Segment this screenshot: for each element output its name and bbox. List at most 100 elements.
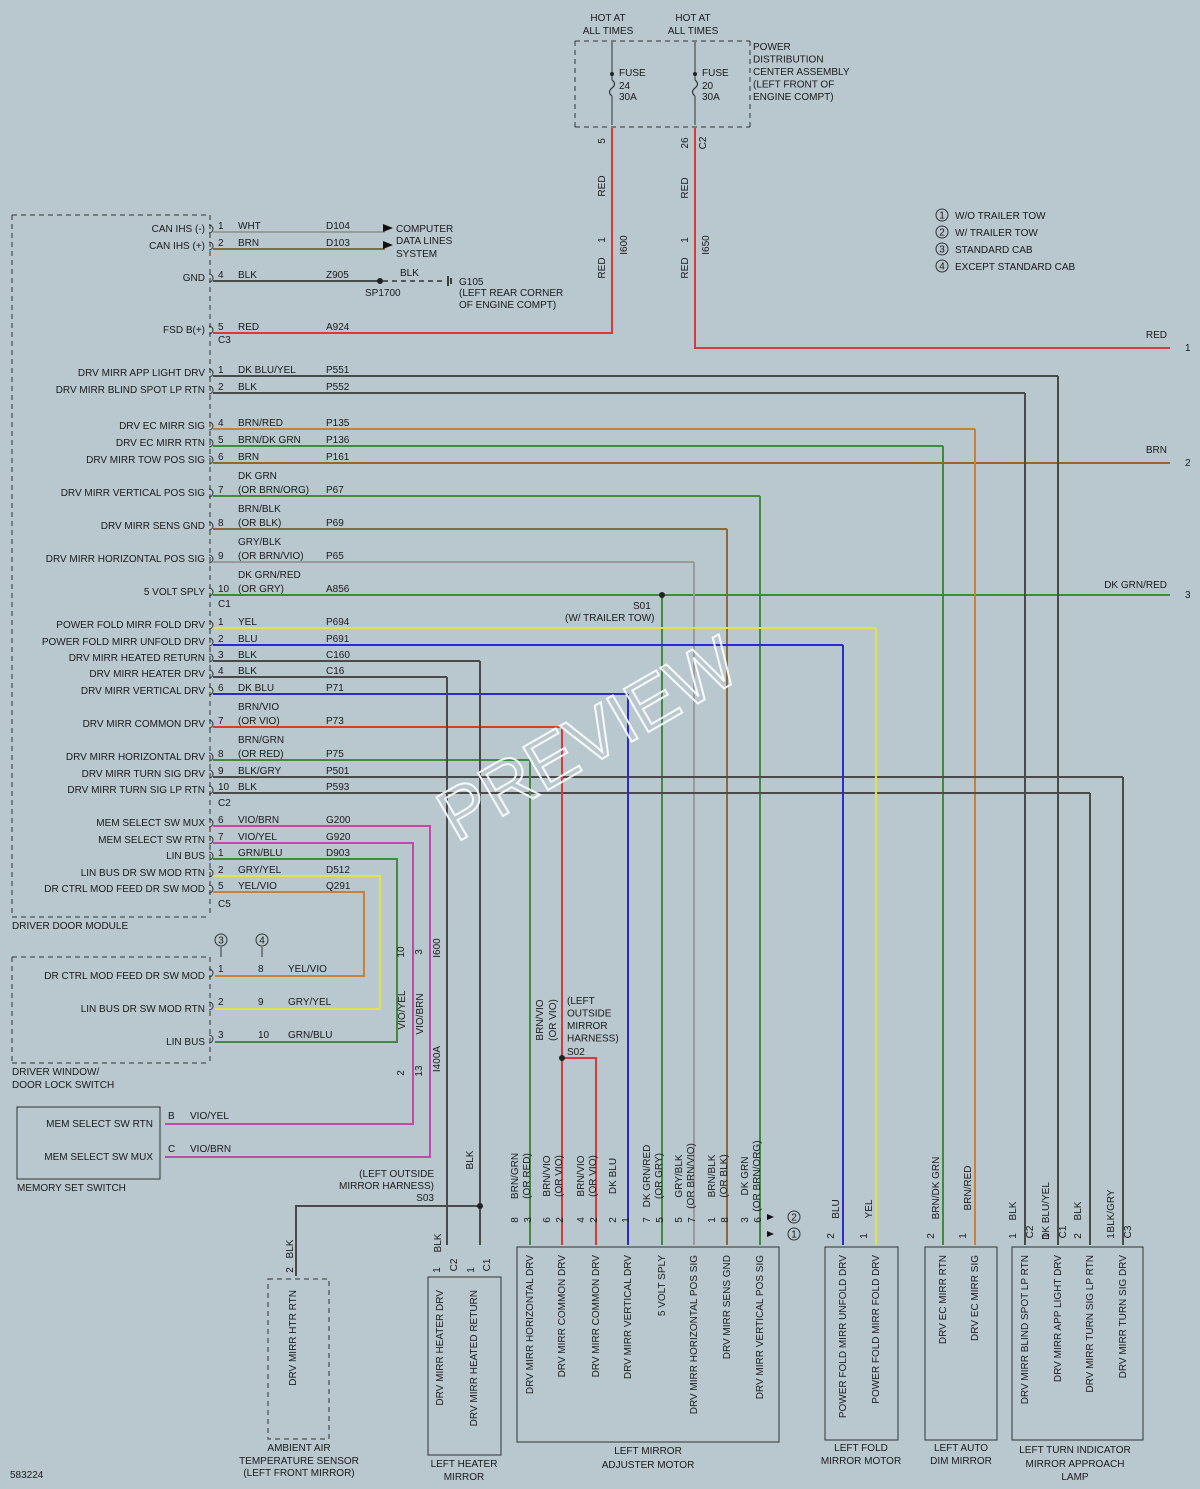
pin-number: 1 <box>859 1233 870 1239</box>
fuse-terminal <box>610 72 614 76</box>
wire-color: VIO/BRN <box>190 1144 231 1155</box>
circuit-id: C160 <box>326 650 350 661</box>
pin-bracket <box>208 752 214 762</box>
function-label: LIN BUS <box>166 851 205 862</box>
function-label: DRV EC MIRR SIG <box>119 421 205 432</box>
wire-color: GRY/YEL <box>238 865 282 876</box>
circuit-id: D103 <box>326 238 350 249</box>
pin: 10 <box>396 946 407 958</box>
pin-number: 1 <box>218 964 224 975</box>
pin-number: 7 <box>687 1217 698 1223</box>
pin-number: 2 <box>218 634 224 645</box>
memory-switch-title: MEMORY SET SWITCH <box>17 1183 126 1194</box>
function-label: DRV MIRR HEATER DRV <box>89 669 205 680</box>
pin-number: 7 <box>218 485 224 496</box>
harness-note: OUTSIDE <box>567 1009 612 1020</box>
function-label: DRV MIRR TURN SIG DRV <box>1118 1255 1129 1379</box>
wire-color: BRN/RED <box>963 1165 974 1210</box>
wire-color: VIO/BRN <box>238 815 279 826</box>
wire-mem-mux <box>165 825 431 1158</box>
pin-bracket <box>208 719 214 729</box>
fuse-icon <box>608 79 616 97</box>
wire-color: BLK/GRY <box>238 766 281 777</box>
right-wire-label: DK GRN/RED <box>1104 580 1167 591</box>
wire-color: YEL/VIO <box>288 964 327 975</box>
fold-motor-box <box>824 1246 899 1441</box>
wire-color: BLK <box>238 270 257 281</box>
function-label: DRV MIRR HORIZONTAL DRV <box>525 1255 536 1394</box>
component-title: MIRROR APPROACH <box>1026 1459 1125 1470</box>
pin: 1 <box>597 237 608 243</box>
component-title: LEFT HEATER <box>431 1459 498 1470</box>
component-title: LAMP <box>1061 1472 1089 1483</box>
pin-number: 2 <box>608 1217 619 1223</box>
wire-color: RED <box>597 175 608 196</box>
circuit-id: P694 <box>326 617 350 628</box>
pin-bracket <box>208 818 214 828</box>
wire-color: GRY/BLK <box>674 1154 685 1197</box>
pin-number: 1 <box>707 1217 718 1223</box>
arrow-icon <box>767 1231 774 1237</box>
wire-color: BRN <box>238 452 259 463</box>
wire-color: DK GRN/RED <box>238 570 301 581</box>
pin: 5 <box>597 138 608 144</box>
pin-number: 1 <box>1008 1233 1019 1239</box>
circuit-id: Z905 <box>326 270 349 281</box>
arrow-icon <box>383 224 393 232</box>
function-label: DRV MIRR HTR RTN <box>288 1290 299 1386</box>
component-title: LEFT FOLD <box>834 1443 888 1454</box>
harness-note: HARNESS) <box>567 1034 619 1045</box>
option-callout-text: 2 <box>791 1213 797 1224</box>
legend-circle <box>935 242 949 256</box>
turn-lamp-box <box>1011 1246 1144 1441</box>
function-label: DRV MIRR COMMON DRV <box>557 1255 568 1378</box>
function-label: MEM SELECT SW RTN <box>46 1119 153 1130</box>
wire-color-alt: (OR BLK) <box>719 1154 730 1197</box>
splice-s01 <box>659 592 665 598</box>
fuse-number: 24 <box>619 81 631 92</box>
pin-number: 2 <box>218 382 224 393</box>
wire-color: RED <box>680 177 691 198</box>
function-label: DR CTRL MOD FEED DR SW MOD <box>44 971 205 982</box>
legend-circle-text: 4 <box>939 262 945 273</box>
function-label: DRV MIRR HEATED RETURN <box>469 1290 480 1426</box>
option-callout <box>255 933 269 947</box>
function-label: DRV MIRR BLIND SPOT LP RTN <box>56 385 205 396</box>
pin-number: 5 <box>655 1217 666 1223</box>
pin-number: 8 <box>720 1217 731 1223</box>
splice-label: SP1700 <box>365 288 401 299</box>
wire-color: BRN/VIO <box>542 1155 553 1196</box>
pin-number: 2 <box>285 1267 296 1273</box>
component-title: MIRROR <box>444 1472 485 1483</box>
function-label: POWER FOLD MIRR FOLD DRV <box>871 1255 882 1404</box>
component-title: LEFT TURN INDICATOR <box>1019 1445 1131 1456</box>
harness-note: MIRROR <box>567 1021 608 1032</box>
function-label: DRV MIRR TURN SIG DRV <box>82 769 206 780</box>
component-title: AMBIENT AIR <box>267 1443 330 1454</box>
harness-note: (LEFT OUTSIDE <box>359 1169 434 1180</box>
splice-label: S03 <box>416 1193 434 1204</box>
wire-color: YEL <box>864 1199 875 1218</box>
splice-id: I400A <box>432 1046 443 1072</box>
pin-number: 6 <box>218 683 224 694</box>
pin-number: 4 <box>218 418 224 429</box>
option-callout-text: 1 <box>791 1230 797 1241</box>
wire-color: BLK <box>238 782 257 793</box>
wires-layer <box>165 42 1170 1276</box>
function-label: DRV MIRR BLIND SPOT LP RTN <box>1020 1255 1031 1404</box>
circuit-id: P73 <box>326 716 344 727</box>
heater-mirror-box <box>427 1276 502 1456</box>
function-label: MEM SELECT SW MUX <box>96 818 205 829</box>
wire-color: YEL <box>238 617 257 628</box>
pin-number: 5 <box>218 435 224 446</box>
pin-number: 1 <box>621 1217 632 1223</box>
circuit-id: D903 <box>326 848 350 859</box>
pin-number: 2 <box>926 1233 937 1239</box>
wire-color: VIO/YEL <box>238 832 277 843</box>
circuit-id: C16 <box>326 666 345 677</box>
circuit-id: D104 <box>326 221 350 232</box>
legend-circle-text: 2 <box>939 228 945 239</box>
pin-number: 1 <box>218 365 224 376</box>
legend-circle <box>935 208 949 222</box>
